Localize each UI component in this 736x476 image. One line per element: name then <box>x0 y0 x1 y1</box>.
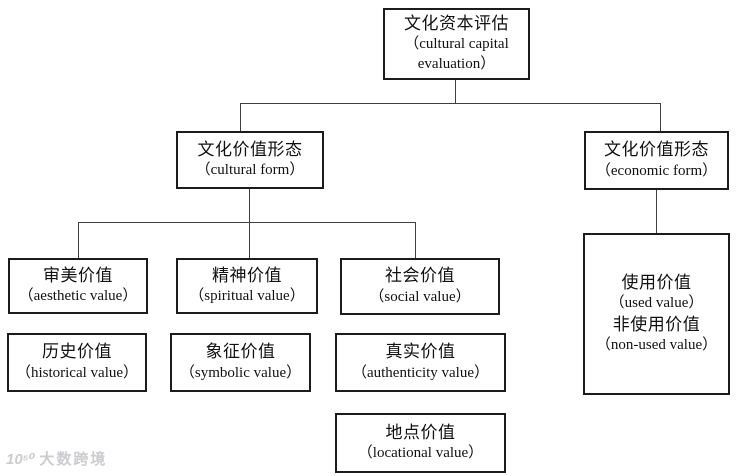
node-economic-form: 文化价值形态 （economic form） <box>584 131 729 190</box>
connector-aesthetic-drop <box>78 222 79 258</box>
node-social-label-zh: 社会价值 <box>385 266 455 286</box>
connector-social-drop <box>415 222 416 258</box>
node-economic-form-label-zh: 文化价值形态 <box>604 140 709 160</box>
node-authenticity-label-en: （authenticity value） <box>351 364 490 381</box>
node-cultural-form-label-zh: 文化价值形态 <box>197 139 303 159</box>
node-spiritual-label-zh: 精神价值 <box>212 265 282 285</box>
node-symbolic-value: 象征价值 （symbolic value） <box>170 333 311 392</box>
node-aesthetic-label-zh: 审美价值 <box>43 265 113 285</box>
node-symbolic-label-zh: 象征价值 <box>205 342 276 362</box>
node-historical-value: 历史价值 （historical value） <box>7 333 147 392</box>
watermark-text: 大数跨境 <box>39 451 108 468</box>
connector-root-down <box>455 80 456 103</box>
node-root-label-zh: 文化资本评估 <box>404 13 509 33</box>
node-spiritual-label-en: （spiritual value） <box>189 288 305 305</box>
node-spiritual-value: 精神价值 （spiritual value） <box>176 258 318 314</box>
node-historical-label-en: （historical value） <box>15 364 139 381</box>
node-root-label-en: （cultural capital evaluation） <box>404 36 509 73</box>
node-aesthetic-value: 审美价值 （aesthetic value） <box>8 258 148 314</box>
node-historical-label-zh: 历史价值 <box>42 342 112 362</box>
connector-cultural-drop <box>240 103 241 131</box>
node-symbolic-label-en: （symbolic value） <box>179 364 302 381</box>
node-cultural-form-label-en: （cultural form） <box>195 162 305 179</box>
watermark-logo-icon: 10⁵⁰ <box>6 450 36 468</box>
node-authenticity-label-zh: 真实价值 <box>385 342 456 362</box>
node-locational-label-en: （locational value） <box>357 445 484 462</box>
connector-level1-horizontal <box>240 103 661 104</box>
node-cultural-capital-evaluation: 文化资本评估 （cultural capital evaluation） <box>383 8 530 80</box>
node-use-value-label-en: （used value） <box>609 295 704 312</box>
node-cultural-form: 文化价值形态 （cultural form） <box>176 131 324 189</box>
connector-level2-horizontal <box>78 222 416 223</box>
node-use-value: 使用价值 （used value） 非使用价值 （non-used value） <box>583 233 730 395</box>
connector-economic-drop <box>660 103 661 131</box>
node-non-use-value-label-en: （non-used value） <box>595 337 718 354</box>
node-non-use-value-label-zh: 非使用价值 <box>612 315 701 334</box>
node-aesthetic-label-en: （aesthetic value） <box>18 288 138 305</box>
connector-cultural-down <box>249 189 250 258</box>
node-locational-value: 地点价值 （locational value） <box>335 413 506 473</box>
node-use-value-label-zh: 使用价值 <box>621 272 692 292</box>
connector-usevalue-drop <box>656 190 657 233</box>
node-authenticity-value: 真实价值 （authenticity value） <box>335 333 506 392</box>
node-locational-label-zh: 地点价值 <box>385 422 456 442</box>
watermark: 10⁵⁰ 大数跨境 <box>6 448 107 469</box>
node-economic-form-label-en: （economic form） <box>595 162 718 179</box>
node-social-label-en: （social value） <box>369 288 471 305</box>
node-social-value: 社会价值 （social value） <box>340 258 500 315</box>
